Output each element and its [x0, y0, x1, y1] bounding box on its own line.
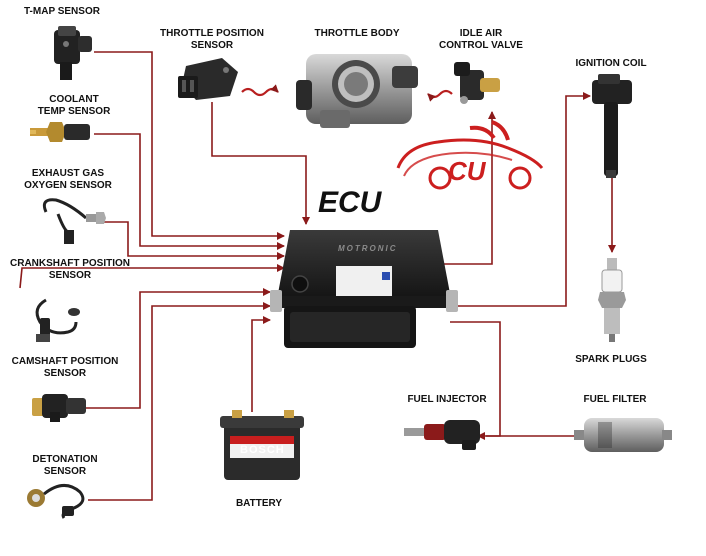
- label-tps-line1: THROTTLE POSITION: [160, 28, 264, 39]
- label-detonation-sensor: DETONATION SENSOR: [10, 454, 120, 478]
- wire-ecu-iac: [436, 111, 496, 265]
- wire-ecu-injector: [450, 321, 501, 440]
- wire-battery: [251, 316, 271, 412]
- ecu-title: ECU: [318, 186, 382, 219]
- fuel-injector-image: [404, 420, 480, 450]
- label-tmap-sensor: T-MAP SENSOR: [24, 6, 100, 17]
- spark-plug-image: [598, 258, 626, 342]
- label-coolant-line1: COOLANT: [49, 94, 99, 105]
- wire-ecu-coil: [450, 92, 591, 307]
- wires-right: [436, 92, 616, 440]
- label-throttle-position-sensor: THROTTLE POSITION SENSOR: [152, 28, 272, 52]
- label-idle-air-valve: IDLE AIR CONTROL VALVE: [426, 28, 536, 52]
- crankshaft-sensor-image: [35, 298, 80, 342]
- idle-air-valve-image: [454, 62, 500, 104]
- watermark-logo: [396, 120, 544, 190]
- wire-deton: [88, 302, 271, 501]
- watermark-text: CU: [448, 156, 486, 186]
- wires-left: [19, 51, 310, 501]
- label-coolant-line2: TEMP SENSOR: [37, 106, 111, 117]
- label-iac-line2: CONTROL VALVE: [439, 40, 523, 51]
- wire-exhaust: [100, 221, 285, 260]
- wavy-arrow-iac: [427, 89, 453, 102]
- throttle-body-image: [296, 54, 418, 128]
- label-spark-plugs: SPARK PLUGS: [575, 354, 647, 365]
- label-fuel-injector: FUEL INJECTOR: [407, 394, 487, 405]
- label-crankshaft-sensor: CRANKSHAFT POSITION SENSOR: [0, 258, 140, 282]
- label-iac-line1: IDLE AIR: [459, 28, 503, 39]
- throttle-position-sensor-image: [178, 58, 238, 100]
- label-throttle-body: THROTTLE BODY: [314, 28, 400, 39]
- fuel-filter-image: [574, 418, 672, 452]
- label-fuel-filter: FUEL FILTER: [583, 394, 647, 405]
- ecu-unit-image: [270, 230, 458, 348]
- wire-coolant: [94, 133, 285, 250]
- wire-cam: [86, 288, 271, 409]
- ignition-coil-image: [592, 74, 632, 178]
- wavy-arrows: [241, 84, 453, 102]
- wire-crank: [19, 264, 285, 289]
- detonation-sensor-image: [27, 484, 85, 519]
- label-cam-line1: CAMSHAFT POSITION: [11, 356, 119, 367]
- label-cam-line2: SENSOR: [43, 368, 87, 379]
- wire-tmap: [94, 51, 285, 240]
- camshaft-sensor-image: [32, 394, 86, 422]
- coolant-sensor-image: [30, 122, 90, 142]
- label-exhaust-line1: EXHAUST GAS: [31, 168, 105, 179]
- battery-brand-text: BOSCH: [240, 444, 285, 456]
- label-deton-line1: DETONATION: [32, 454, 98, 465]
- label-battery: BATTERY: [235, 498, 283, 509]
- label-camshaft-sensor: CAMSHAFT POSITION SENSOR: [0, 356, 130, 380]
- label-crank-line1: CRANKSHAFT POSITION: [10, 258, 130, 269]
- ecu-brand-text: MOTRONIC: [338, 244, 398, 253]
- label-coolant-sensor: COOLANT TEMP SENSOR: [14, 94, 134, 118]
- wire-tps: [211, 102, 310, 225]
- label-deton-line2: SENSOR: [43, 466, 87, 477]
- label-crank-line2: SENSOR: [48, 270, 92, 281]
- label-tps-line2: SENSOR: [190, 40, 234, 51]
- battery-image: [220, 410, 304, 480]
- label-ignition-coil: IGNITION COIL: [575, 58, 647, 69]
- oxygen-sensor-image: [42, 198, 106, 244]
- label-exhaust-sensor: EXHAUST GAS OXYGEN SENSOR: [8, 168, 128, 192]
- wavy-arrow-tps: [241, 84, 279, 97]
- tmap-sensor-image: [54, 26, 92, 80]
- label-exhaust-line2: OXYGEN SENSOR: [24, 180, 112, 191]
